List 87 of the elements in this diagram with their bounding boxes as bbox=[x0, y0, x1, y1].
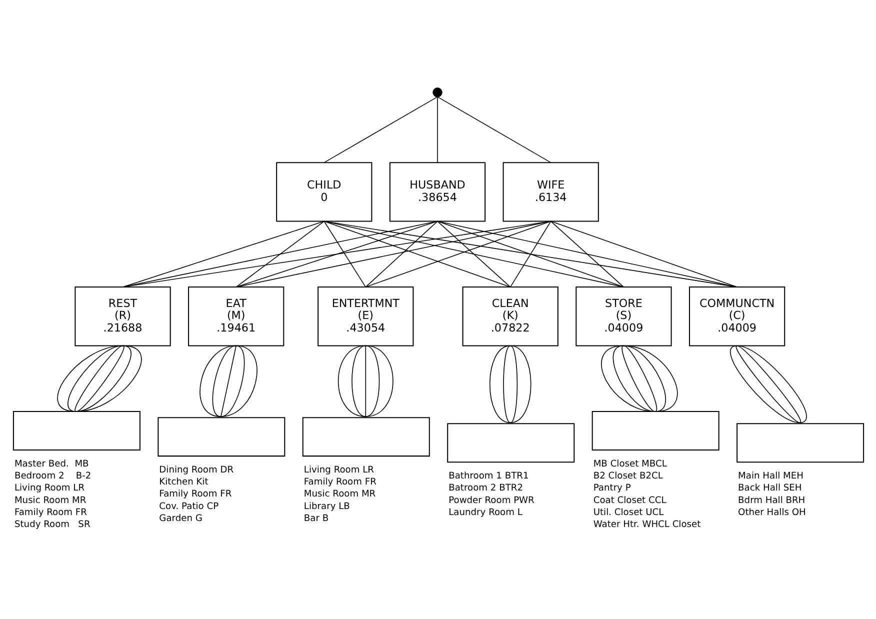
connector bbox=[122, 220, 325, 288]
node-box bbox=[592, 411, 720, 450]
node-label: MB Closet MBCL bbox=[593, 459, 667, 470]
connector bbox=[338, 345, 366, 417]
node-label: Powder Room PWR bbox=[448, 496, 534, 506]
node-label: Kitchen Kit bbox=[159, 478, 208, 488]
connector bbox=[236, 220, 325, 288]
connector bbox=[365, 345, 394, 417]
node-label: Family Room FR bbox=[159, 490, 232, 500]
node-box bbox=[12, 411, 140, 450]
connector bbox=[212, 345, 236, 417]
node-label: Water Htr. WHCL Closet bbox=[593, 520, 701, 530]
connector bbox=[200, 345, 236, 417]
node-label: Pantry P bbox=[593, 484, 631, 494]
node-box bbox=[447, 423, 575, 463]
connector bbox=[324, 220, 366, 288]
node-box: STORE (S) .04009 bbox=[576, 286, 672, 346]
connector bbox=[489, 345, 511, 424]
connector bbox=[623, 345, 666, 412]
node-label: Living Room LR bbox=[304, 465, 374, 476]
node-label: Bar B bbox=[304, 514, 329, 524]
node-label: Study Room SR bbox=[14, 520, 90, 530]
connector bbox=[324, 96, 438, 163]
connector bbox=[365, 220, 552, 288]
node-box bbox=[158, 417, 286, 457]
node-box: COMMUNCTN (C) .04009 bbox=[688, 286, 786, 346]
connector bbox=[76, 345, 142, 412]
node-box: CHILD 0 bbox=[276, 162, 372, 222]
node-box: REST (R) .21688 bbox=[74, 286, 171, 346]
node-label: Living Room LR bbox=[14, 484, 85, 494]
connector bbox=[437, 96, 552, 163]
connector bbox=[437, 96, 438, 163]
connector bbox=[510, 220, 552, 288]
node-box: ENTERTMNT (E) .43054 bbox=[318, 286, 414, 346]
node-label: Coat Closet CCL bbox=[593, 496, 666, 506]
node-box: HUSBAND .38654 bbox=[389, 162, 486, 222]
connector bbox=[437, 220, 738, 288]
connector bbox=[122, 220, 438, 288]
connector bbox=[220, 345, 236, 417]
connector bbox=[365, 345, 380, 417]
node-label: Dining Room DR bbox=[159, 465, 234, 476]
connector bbox=[220, 345, 258, 417]
node-label: Util. Closet UCL bbox=[593, 508, 664, 518]
connector bbox=[324, 220, 624, 288]
node-label: Music Room MR bbox=[14, 496, 86, 506]
node-label: Batroom 2 BTR2 bbox=[448, 484, 523, 494]
connector bbox=[122, 220, 552, 288]
node-box bbox=[302, 417, 430, 457]
node-label: Library LB bbox=[304, 502, 350, 512]
connector bbox=[550, 220, 624, 288]
connector bbox=[236, 220, 438, 288]
connector bbox=[612, 345, 656, 412]
node-box: CLEAN (K) .07822 bbox=[462, 286, 558, 346]
node-box: EAT (M) .19461 bbox=[188, 286, 284, 346]
node-label: Back Hall SEH bbox=[738, 484, 802, 494]
node-label: Cov. Patio CP bbox=[159, 502, 219, 512]
node-box bbox=[736, 423, 864, 463]
node-label: Master Bed. MB bbox=[14, 459, 89, 470]
node-label: Main Hall MEH bbox=[738, 472, 804, 482]
connector bbox=[550, 220, 738, 288]
node-label: Other Halls OH bbox=[738, 508, 806, 518]
connector bbox=[510, 345, 518, 424]
connector bbox=[324, 220, 511, 288]
connector bbox=[236, 220, 552, 288]
connector bbox=[623, 345, 678, 412]
connector bbox=[503, 345, 511, 424]
node-label: Garden G bbox=[159, 514, 202, 524]
node-label: Laundry Room L bbox=[448, 508, 522, 518]
connector bbox=[601, 345, 656, 412]
connector bbox=[324, 220, 738, 288]
connector bbox=[437, 220, 624, 288]
node-label: Family Room FR bbox=[304, 478, 376, 488]
node-label: Bedroom 2 B-2 bbox=[14, 472, 92, 482]
node-label: Music Room MR bbox=[304, 490, 376, 500]
connector bbox=[437, 220, 511, 288]
node-label: Bathroom 1 BTR1 bbox=[448, 472, 529, 482]
node-circle bbox=[432, 88, 442, 98]
node-box: WIFE .6134 bbox=[502, 162, 599, 222]
connector bbox=[352, 345, 366, 417]
connector bbox=[365, 220, 438, 288]
connector bbox=[57, 345, 124, 412]
connector bbox=[510, 345, 532, 424]
connector bbox=[220, 345, 245, 417]
node-label: Family Room FR bbox=[14, 508, 87, 518]
node-label: B2 Closet B2CL bbox=[593, 472, 663, 482]
node-label: Bdrm Hall BRH bbox=[738, 496, 806, 506]
connector bbox=[365, 345, 366, 417]
